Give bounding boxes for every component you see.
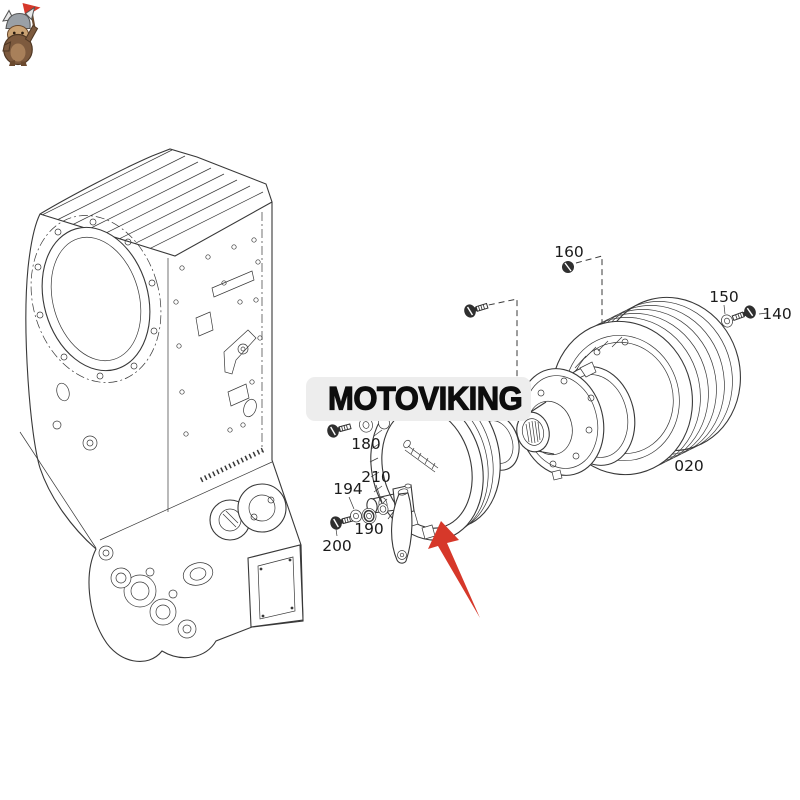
pointer-arrow-icon	[428, 521, 480, 618]
brand-name: MOTOVIKING	[327, 380, 523, 418]
part-label-190: 190	[354, 520, 384, 538]
part-label-180: 180	[351, 435, 381, 453]
part-label-150: 150	[709, 288, 739, 306]
hub-flange-drawing	[516, 361, 636, 481]
part-label-210: 210	[361, 468, 391, 486]
brake-band-drawing	[366, 383, 501, 564]
fastener-drawings	[325, 261, 758, 537]
part-label-194: 194	[333, 480, 363, 498]
brand-watermark: MOTOVIKING	[306, 377, 531, 421]
part-label-160: 160	[554, 243, 584, 261]
part-label-140: 140	[762, 305, 792, 323]
part-label-020: 020	[674, 457, 704, 475]
housing-drawing	[19, 148, 304, 663]
viking-mascot-icon	[2, 3, 41, 66]
part-label-200: 200	[322, 537, 352, 555]
